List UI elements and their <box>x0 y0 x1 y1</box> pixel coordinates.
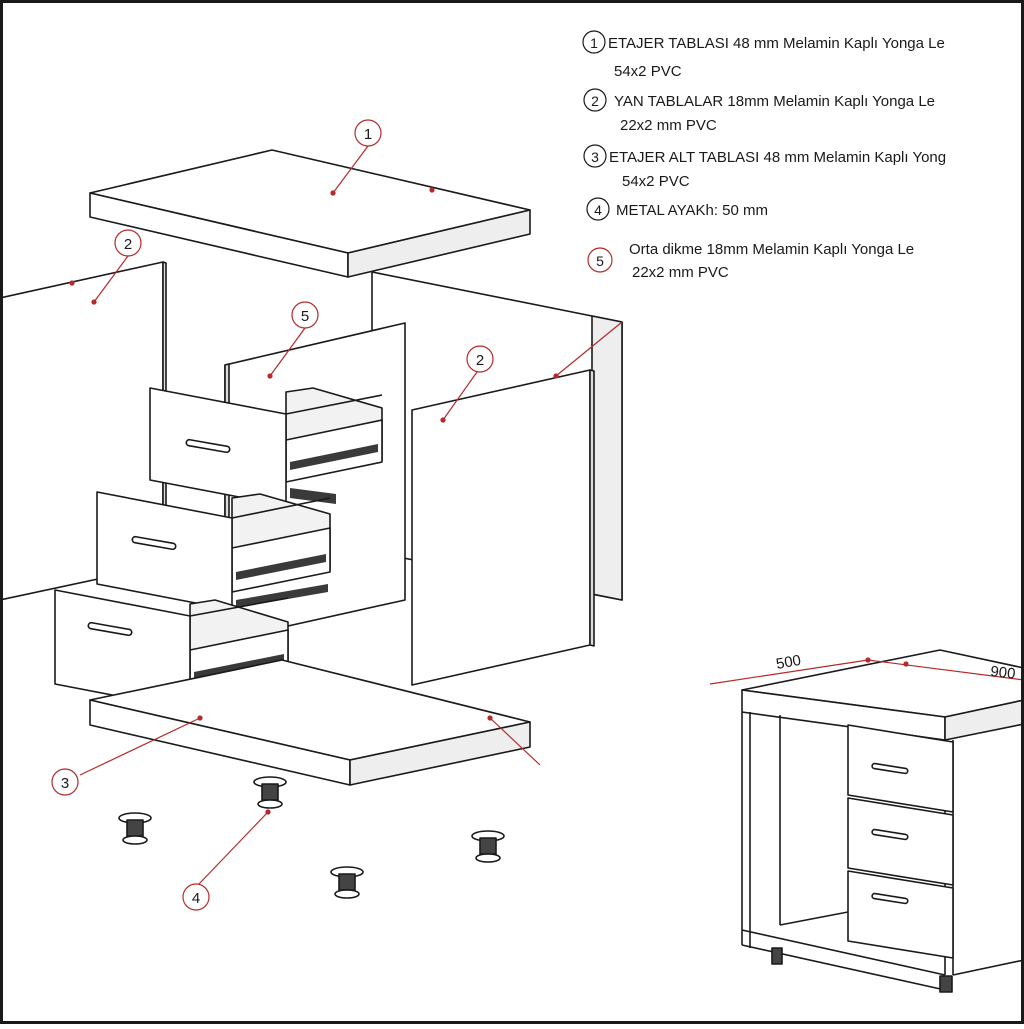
callout-part-3: 3 <box>51 768 79 796</box>
legend-number: 2 <box>591 93 599 109</box>
legend-item-3: 3 ETAJER ALT TABLASI 48 mm Melamin Kaplı… <box>583 144 946 190</box>
callout-label: 5 <box>301 308 309 325</box>
callout-label: 2 <box>124 236 132 253</box>
legend-number: 4 <box>594 202 602 218</box>
foot-3 <box>471 830 505 863</box>
foot-4 <box>330 866 364 899</box>
drawer-middle <box>96 491 331 611</box>
legend-subtext: 22x2 mm PVC <box>620 117 717 134</box>
callout-label: 2 <box>476 352 484 369</box>
top-plate <box>89 149 531 278</box>
leader-lines <box>79 145 1024 886</box>
leader-points <box>69 187 909 815</box>
legend-item-5: 5 Orta dikme 18mm Melamin Kaplı Yonga Le… <box>587 241 914 281</box>
legend-text: ETAJER ALT TABLASI 48 mm Melamin Kaplı Y… <box>609 149 946 166</box>
metal-feet <box>118 776 505 899</box>
legend-text: Orta dikme 18mm Melamin Kaplı Yonga Le <box>629 241 914 258</box>
legend-text: YAN TABLALAR 18mm Melamin Kaplı Yonga Le <box>614 93 935 110</box>
legend-item-4: 4 METAL AYAKh: 50 mm <box>586 197 768 221</box>
callout-label: 4 <box>192 890 200 907</box>
right-side-panel <box>411 369 595 686</box>
legend-number: 3 <box>591 149 599 165</box>
callout-label: 1 <box>364 126 372 143</box>
drawer-top <box>149 387 383 507</box>
callout-part-2a: 2 <box>114 229 142 257</box>
legend-text: METAL AYAKh: 50 mm <box>616 202 768 219</box>
foot-1 <box>253 776 287 809</box>
callouts: 1 2 5 2 3 4 <box>51 119 494 911</box>
callout-label: 3 <box>61 775 69 792</box>
legend-subtext: 54x2 PVC <box>622 173 690 190</box>
assembled-view <box>741 649 1024 993</box>
bottom-plate <box>89 659 531 786</box>
dimension-width-label: 900 <box>990 663 1017 683</box>
legend-item-2: 2 YAN TABLALAR 18mm Melamin Kaplı Yonga … <box>583 88 935 134</box>
callout-part-5: 5 <box>291 301 319 329</box>
legend-subtext: 54x2 PVC <box>614 63 682 80</box>
dimension-depth-label: 500 <box>775 652 803 673</box>
legend-subtext: 22x2 mm PVC <box>632 264 729 281</box>
callout-part-2b: 2 <box>466 345 494 373</box>
callout-part-4: 4 <box>182 883 210 911</box>
legend-text: ETAJER TABLASI 48 mm Melamin Kaplı Yonga… <box>608 35 945 52</box>
callout-part-1: 1 <box>354 119 382 147</box>
legend-number: 5 <box>596 253 604 269</box>
legend-item-1: 1 ETAJER TABLASI 48 mm Melamin Kaplı Yon… <box>582 30 945 80</box>
foot-2 <box>118 812 152 845</box>
legend-number: 1 <box>590 35 598 51</box>
parts-list: 1 ETAJER TABLASI 48 mm Melamin Kaplı Yon… <box>582 30 946 281</box>
